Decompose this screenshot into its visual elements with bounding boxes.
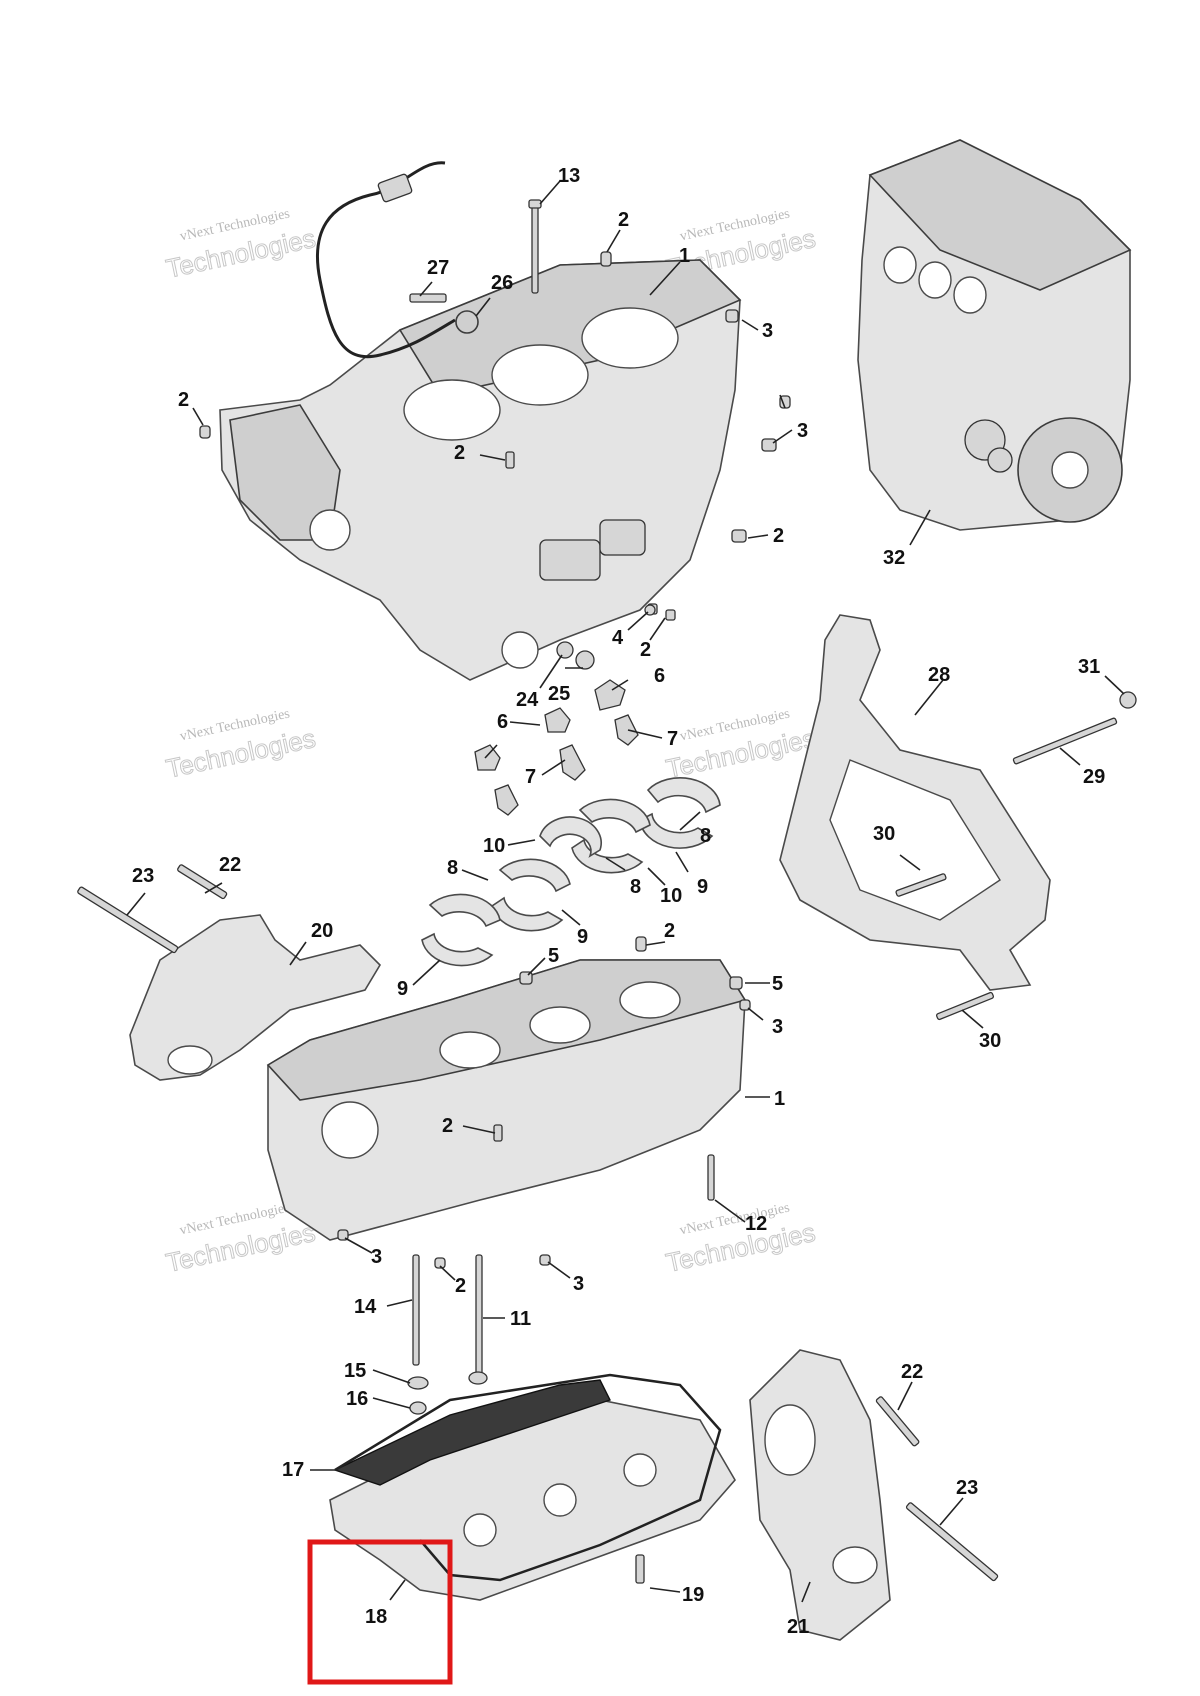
callout-20: 20 [311,920,333,942]
callout-3: 3 [573,1273,584,1295]
callout-5: 5 [772,973,783,995]
callout-2: 2 [442,1115,453,1137]
callout-12: 12 [745,1213,767,1235]
callout-2: 2 [455,1275,466,1297]
callout-8: 8 [700,825,711,847]
callout-10: 10 [660,885,682,907]
callout-31: 31 [1078,656,1100,678]
callout-23: 23 [132,865,154,887]
callout-27: 27 [427,257,449,279]
callout-3: 3 [772,1016,783,1038]
knock-sensor-assembly [315,161,479,359]
callout-15: 15 [344,1360,366,1382]
callout-8: 8 [447,857,458,879]
callout-7: 7 [667,728,678,750]
callout-2: 2 [178,389,189,411]
callout-13: 13 [558,165,580,187]
callout-11: 11 [510,1308,531,1330]
callout-30: 30 [979,1030,1001,1052]
callout-9: 9 [577,926,588,948]
callout-25: 25 [548,683,570,705]
callout-17: 17 [282,1459,304,1481]
callout-2: 2 [664,920,675,942]
callout-3: 3 [762,320,773,342]
engine-mount-bracket [779,614,1137,1021]
callout-24: 24 [516,689,539,711]
callout-labels: 13 2 1 27 26 3 2 3 2 2 32 4 2 24 25 6 6 … [132,165,1105,1638]
callout-6: 6 [654,665,665,687]
complete-engine [857,139,1132,531]
engine-mount-left [77,864,382,1081]
oil-pump-pins [556,604,656,670]
callout-19: 19 [682,1584,704,1606]
callout-23: 23 [956,1477,978,1499]
callout-1: 1 [679,245,690,267]
callout-9: 9 [397,978,408,1000]
callout-22: 22 [219,854,241,876]
callout-10: 10 [483,835,505,857]
callout-5: 5 [548,945,559,967]
main-bearing-shells [421,777,721,967]
callout-2: 2 [773,525,784,547]
callout-1: 1 [774,1088,785,1110]
callout-30: 30 [873,823,895,845]
callout-21: 21 [787,1616,809,1638]
callout-14: 14 [354,1296,377,1318]
callout-3: 3 [797,420,808,442]
callout-29: 29 [1083,766,1105,788]
lower-crankcase [266,959,747,1241]
callout-18: 18 [365,1606,387,1628]
callout-2: 2 [454,442,465,464]
oil-pan-assembly [329,1373,736,1601]
callout-2: 2 [618,209,629,231]
engine-mount-right [749,1349,999,1641]
callout-6: 6 [497,711,508,733]
callout-4: 4 [612,627,624,649]
upper-crankcase [219,259,742,681]
callout-28: 28 [928,664,950,686]
callout-26: 26 [491,272,513,294]
callout-3: 3 [371,1246,382,1268]
callout-7: 7 [525,766,536,788]
leader-lines [126,180,1125,1603]
callout-16: 16 [346,1388,368,1410]
callout-22: 22 [901,1361,923,1383]
callout-32: 32 [883,547,905,569]
cylinder-head-bolt [528,199,542,294]
callout-8: 8 [630,876,641,898]
selection-highlight-box [307,1539,453,1685]
callout-9: 9 [697,876,708,898]
callout-2: 2 [640,639,651,661]
